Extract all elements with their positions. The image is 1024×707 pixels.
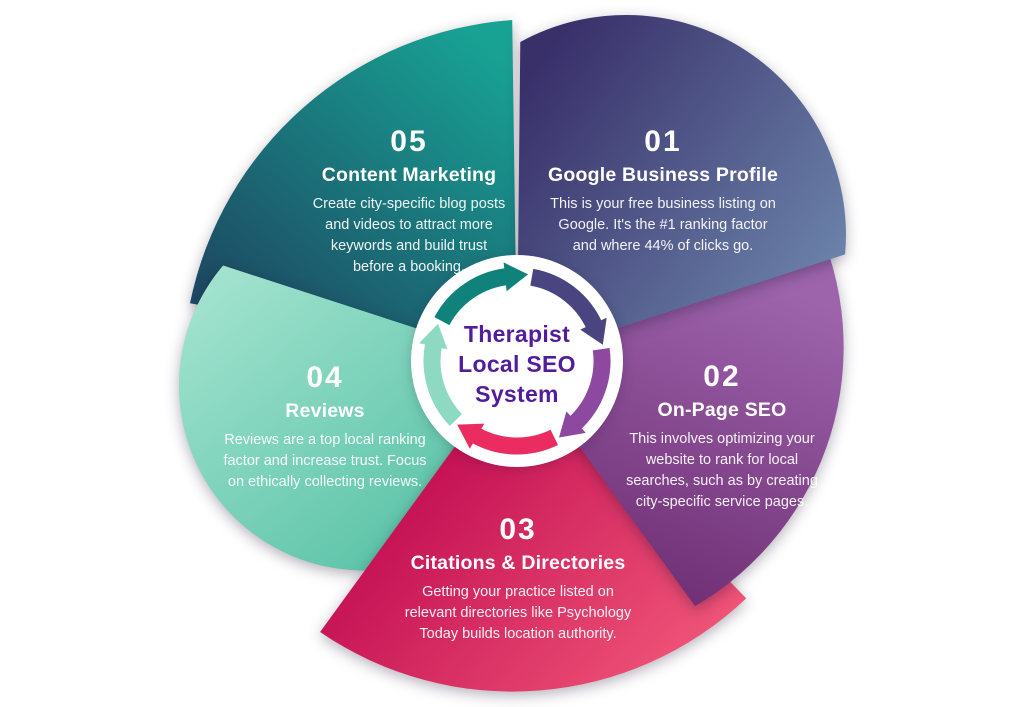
- segment-body-line: Reviews are a top local ranking: [224, 432, 426, 448]
- segment-body-line: and where 44% of clicks go.: [572, 238, 754, 254]
- segment-heading: Citations & Directories: [410, 552, 626, 574]
- segment-body-line: Create city-specific blog posts: [312, 196, 506, 212]
- segment-heading: Google Business Profile: [548, 164, 778, 186]
- segment-body-line: searches, such as by creating: [626, 473, 818, 489]
- segment-body-line: factor and increase trust. Focus: [223, 453, 427, 469]
- center-circle: [411, 255, 623, 467]
- segment-body-line: website to rank for local: [645, 452, 799, 468]
- content-marketing-arrow-head: [503, 262, 528, 292]
- segment-body-line: Today builds location authority.: [419, 626, 617, 642]
- segment-number: 03: [499, 513, 537, 546]
- segment-body-line: Getting your practice listed on: [422, 584, 614, 600]
- segment-body-line: This involves optimizing your: [629, 431, 815, 447]
- segment-01-wedge: [517, 14, 846, 361]
- segment-body-line: before a booking.: [352, 259, 466, 275]
- citations-arrow: [470, 427, 559, 455]
- segment-heading: Content Marketing: [321, 164, 497, 186]
- segment-body-line: relevant directories like Psychology: [404, 605, 632, 621]
- segment-body-line: on ethically collecting reviews.: [227, 474, 423, 490]
- segment-body-line: city-specific service pages.: [635, 494, 809, 510]
- segment-body-line: and videos to attract more: [325, 217, 493, 233]
- segment-heading: On-Page SEO: [657, 399, 787, 421]
- on-page-seo-arrow: [567, 348, 611, 431]
- segment-02-label: 02 On-Page SEO This involves optimizing …: [626, 360, 818, 513]
- center-title-line: Therapist: [463, 321, 571, 347]
- segment-number: 04: [306, 361, 344, 394]
- segment-number: 02: [703, 360, 741, 393]
- citations-arrow-head: [457, 423, 485, 449]
- segment-body-line: This is your free business listing on: [550, 196, 776, 212]
- segment-number: 01: [644, 125, 682, 158]
- segment-02-wedge: [517, 216, 844, 607]
- segment-03-wedge: [320, 361, 747, 692]
- segment-05-wedge: [190, 20, 517, 361]
- segment-05-label: 05 Content Marketing Create city-specifi…: [313, 125, 506, 278]
- content-marketing-arrow: [434, 268, 510, 326]
- segment-body-line: Google. It's the #1 ranking factor: [558, 217, 768, 233]
- cycle-arrows-ring: [419, 262, 611, 455]
- center-title-line: Local SEO: [458, 351, 576, 377]
- on-page-seo-arrow-head: [559, 411, 586, 438]
- reviews-arrow: [423, 341, 463, 426]
- center-title-line: System: [475, 381, 559, 407]
- segment-heading: Reviews: [285, 400, 365, 422]
- segment-body-line: keywords and build trust: [330, 238, 488, 254]
- segment-number: 05: [390, 125, 428, 158]
- center-title: Therapist Local SEO System: [458, 319, 576, 409]
- reviews-arrow-head: [419, 323, 448, 350]
- segment-04-label: 04 Reviews Reviews are a top local ranki…: [223, 361, 426, 493]
- google-business-arrow-head: [580, 317, 607, 345]
- segment-01-label: 01 Google Business Profile This is your …: [548, 125, 778, 257]
- google-business-arrow: [530, 268, 603, 331]
- segment-03-label: 03 Citations & Directories Getting your …: [405, 513, 631, 645]
